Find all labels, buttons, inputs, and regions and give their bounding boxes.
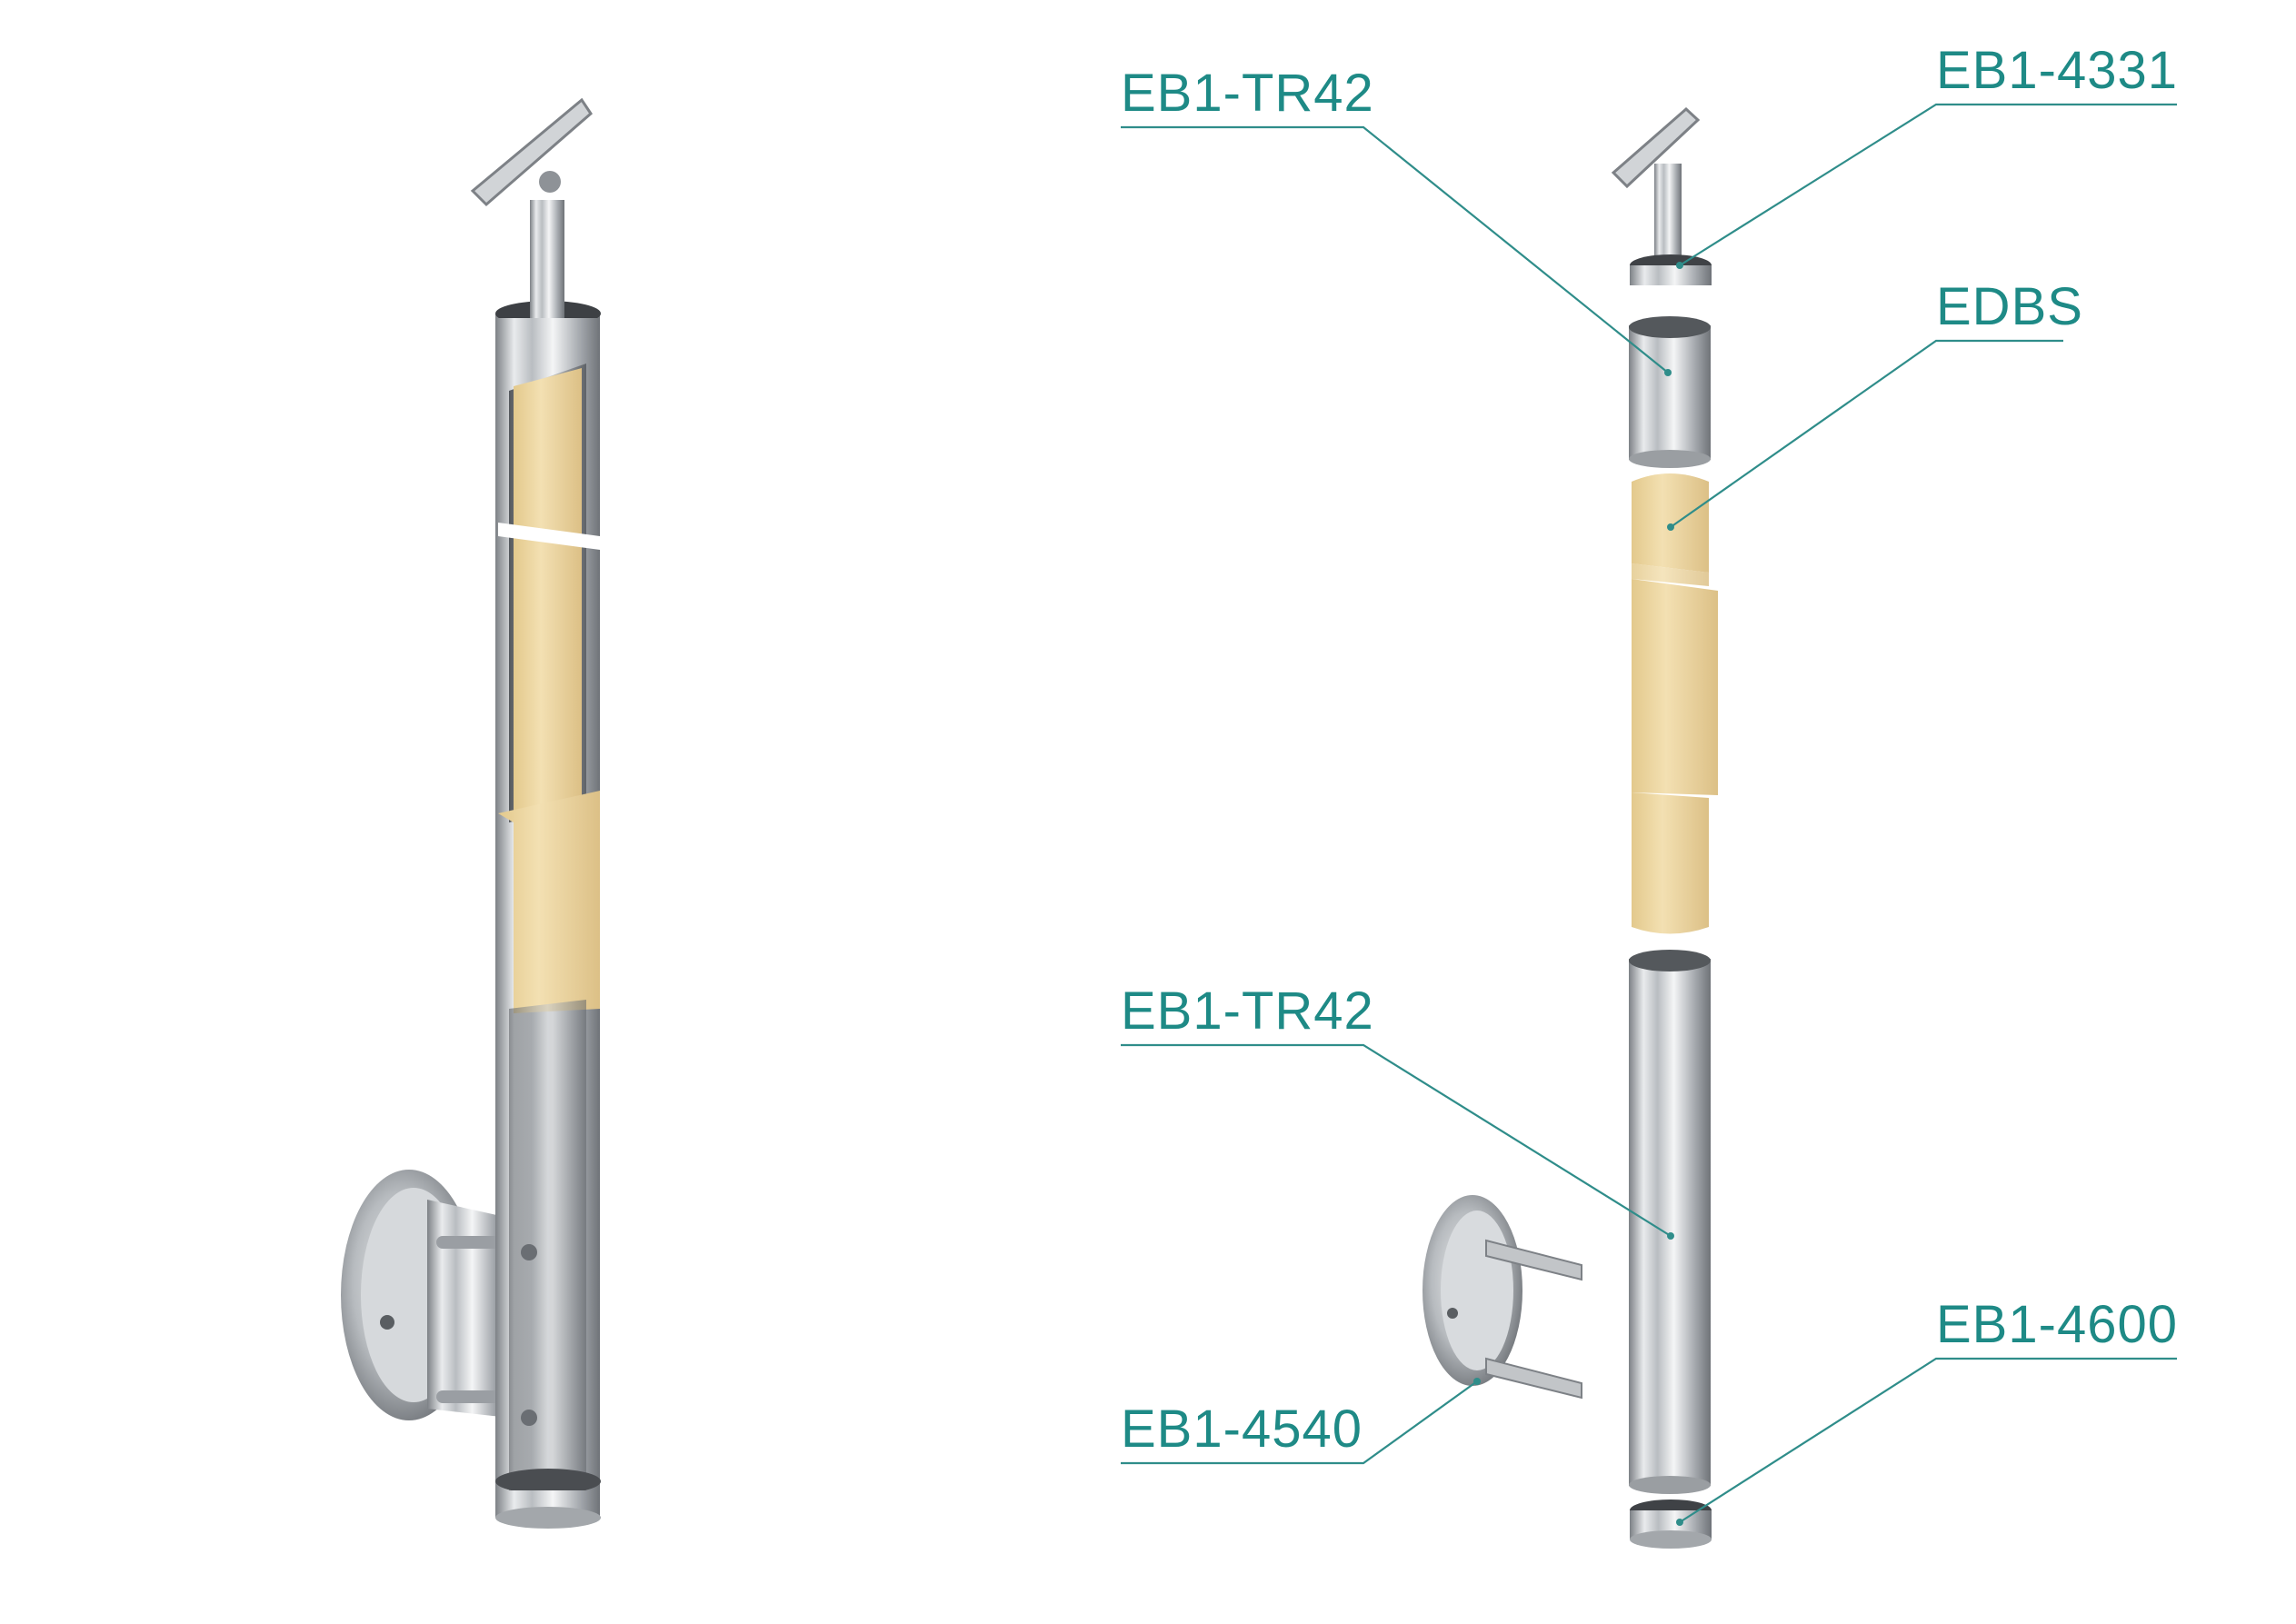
part-bottom-tube <box>1629 950 1711 1494</box>
label-bottom-tube: EB1-TR42 <box>1121 981 1374 1041</box>
part-handrail-support <box>1611 106 1712 285</box>
assembled-handrail-support <box>470 97 593 318</box>
leader-lines <box>1121 103 2177 1526</box>
label-top-tube: EB1-TR42 <box>1121 64 1374 123</box>
label-handrail-support: EB1-4331 <box>1936 41 2178 100</box>
label-end-cap: EB1-4600 <box>1936 1295 2178 1354</box>
part-top-tube <box>1629 316 1711 468</box>
part-wall-flange <box>1423 1195 1582 1400</box>
assembled-wall-flange <box>341 1170 523 1420</box>
label-wood-core: EDBS <box>1936 277 2083 336</box>
part-end-cap <box>1630 1499 1712 1549</box>
assembled-post <box>341 97 601 1529</box>
label-wall-flange: EB1-4540 <box>1121 1400 1363 1459</box>
part-wood-core <box>1632 473 1718 934</box>
